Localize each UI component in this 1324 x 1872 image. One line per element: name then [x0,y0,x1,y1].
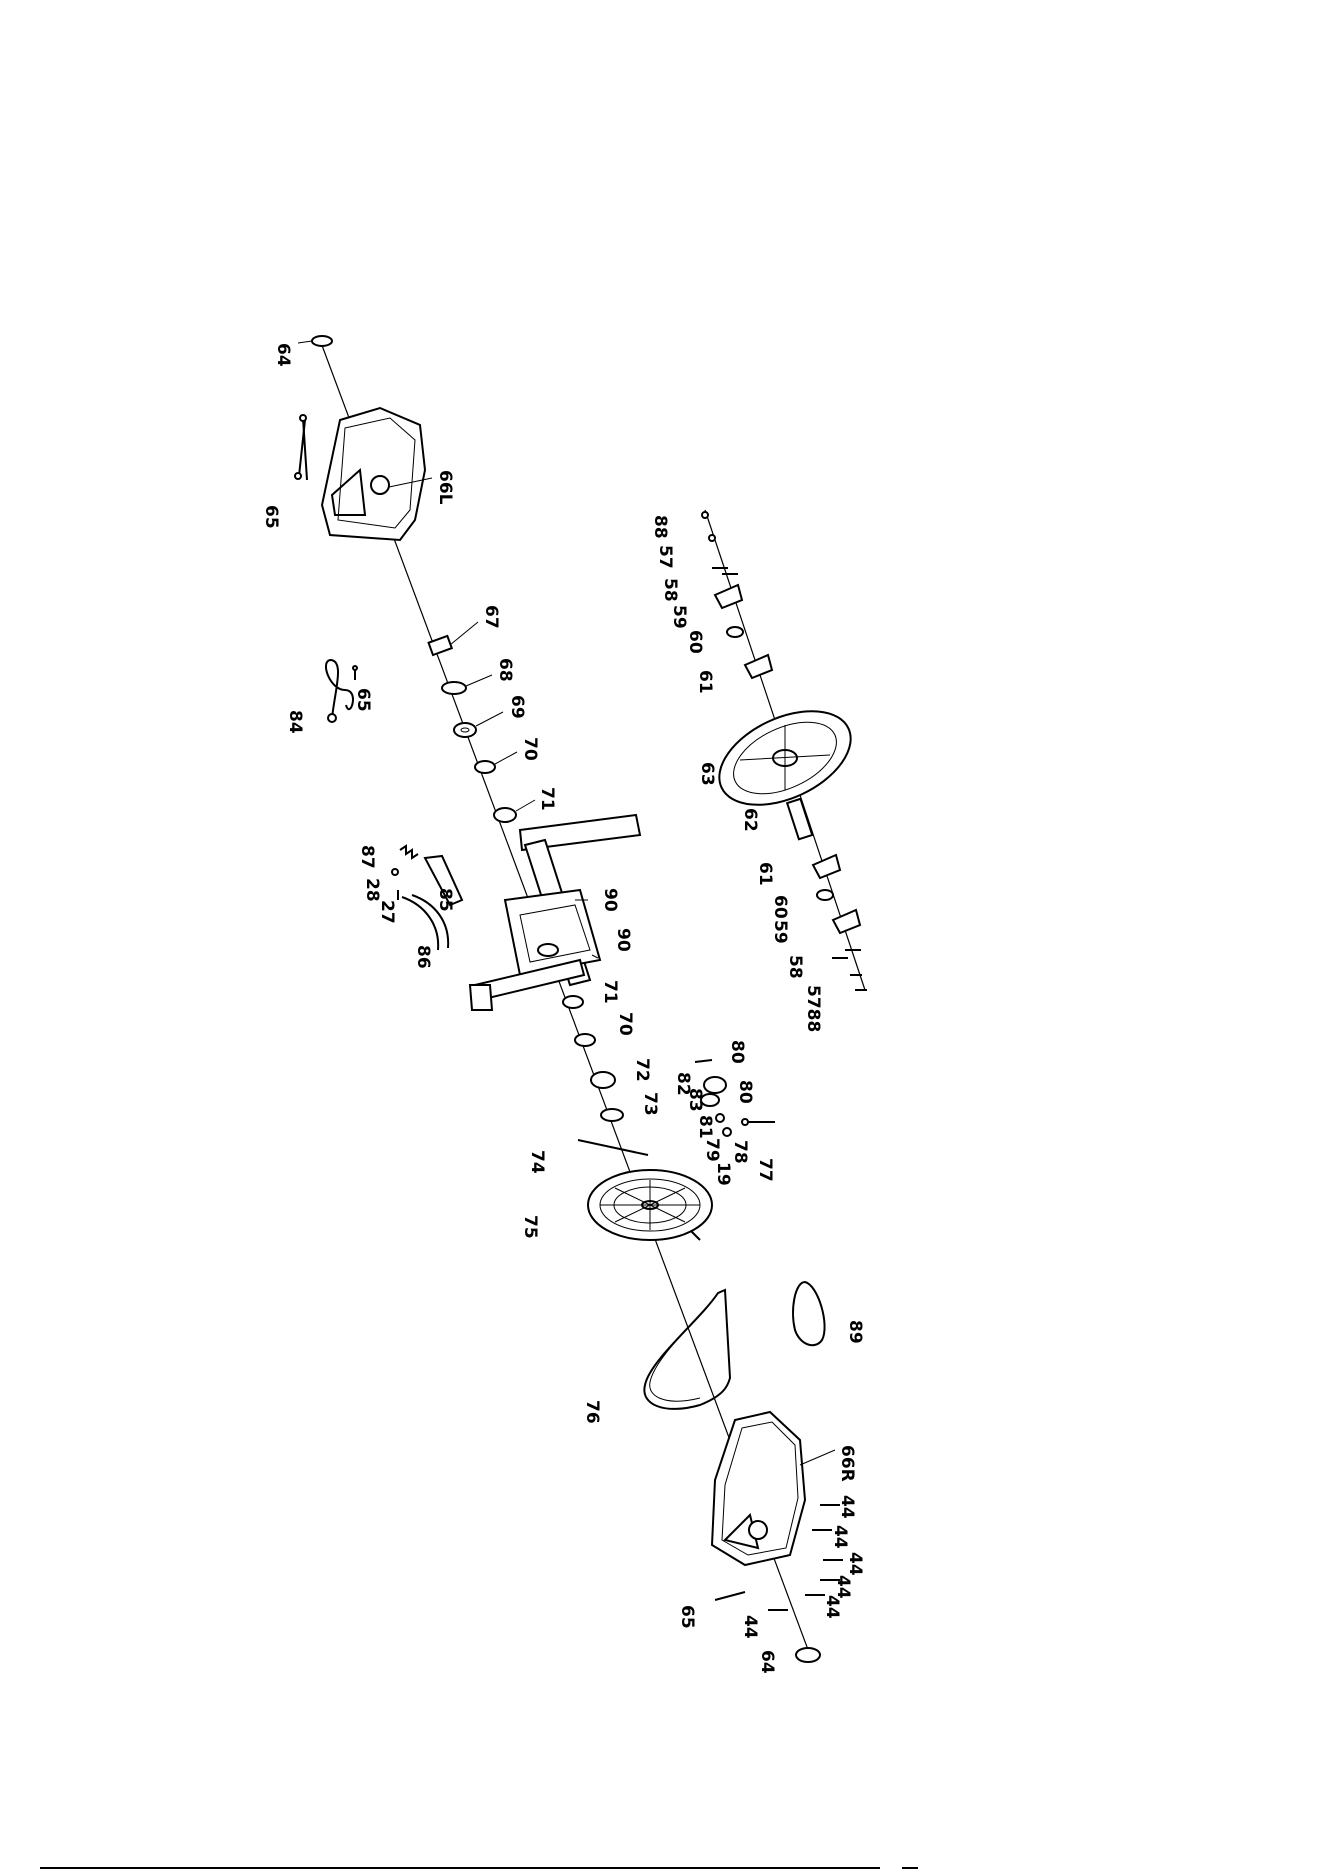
label-85: 85 [435,888,455,912]
label-71-top: 71 [537,787,557,811]
part-69-bearing [454,712,503,737]
part-60-bearing-bottom [817,890,833,900]
label-76: 76 [582,1400,602,1424]
label-75: 75 [520,1215,540,1239]
part-89-cap [793,1282,825,1345]
label-77: 77 [755,1158,775,1182]
label-67: 67 [481,605,501,629]
label-71-bottom: 71 [600,980,620,1004]
part-70-bearing-bottom [575,1034,595,1046]
label-61-top: 61 [695,670,715,694]
label-90-b: 90 [613,928,633,952]
label-63: 63 [697,762,717,786]
label-66l: 66L [435,470,455,505]
part-68-washer [442,675,492,694]
part-59-plate-top [715,585,742,608]
label-62: 62 [740,808,760,832]
part-71-bearing-top [494,800,535,822]
label-58-bottom: 58 [785,955,805,979]
label-65-middle: 65 [353,688,373,712]
label-74: 74 [527,1150,547,1174]
label-78: 78 [730,1140,750,1164]
part-67-housing [429,622,478,655]
label-44-a: 44 [837,1495,857,1519]
part-66r-right-cover [712,1412,835,1565]
label-19: 19 [713,1162,733,1186]
label-27: 27 [377,900,397,924]
part-84-sensor-cable [326,660,353,722]
label-44-f: 44 [740,1615,760,1639]
label-66r: 66R [837,1445,857,1482]
label-28: 28 [362,878,382,902]
label-80-a: 80 [727,1040,747,1064]
label-70-bottom: 70 [615,1012,635,1036]
label-65-top: 65 [261,505,281,529]
label-61-bottom: 61 [755,862,775,886]
label-81: 81 [695,1115,715,1139]
part-28-nut [392,869,398,875]
label-73: 73 [640,1092,660,1116]
part-66l-left-cover [322,408,432,540]
part-58-screws-bottom [832,950,861,958]
label-44-e: 44 [822,1595,842,1619]
label-84: 84 [285,710,305,734]
part-72-bearing [591,1072,615,1088]
label-69: 69 [507,695,527,719]
part-61-plate-top [745,655,772,678]
part-65-screw-middle [353,666,357,680]
part-60-bearing-top [727,627,743,637]
part-73-washer [601,1109,623,1121]
label-79: 79 [702,1138,722,1162]
part-61-plate-bottom [813,855,840,878]
part-87-spring [400,846,418,858]
label-68: 68 [495,658,515,682]
label-59-top: 59 [669,605,689,629]
label-65-bottom: 65 [677,1605,697,1629]
label-44-b: 44 [830,1525,850,1549]
part-78-77-bolt [742,1119,775,1125]
label-60-top: 60 [685,630,705,654]
part-75-pulley [588,1170,712,1240]
label-57-top: 57 [655,545,675,569]
label-89: 89 [845,1320,865,1344]
label-64-top: 64 [273,343,293,367]
part-76-belt [644,1290,730,1409]
part-65-bolts-top [295,415,307,480]
part-63-flywheel [705,692,866,824]
label-44-c: 44 [845,1552,865,1576]
label-80-b: 80 [735,1080,755,1104]
part-70-bearing-top [475,752,517,773]
label-86: 86 [413,945,433,969]
label-72: 72 [632,1058,652,1082]
label-60-bottom: 60 [770,895,790,919]
part-59-plate-bottom [833,910,860,933]
label-59-bottom: 59 [770,920,790,944]
part-81-79-19-pin [716,1114,731,1136]
part-65-bolt-bottom [715,1592,745,1600]
part-64-washer-bottom [796,1648,820,1662]
label-88-top: 88 [650,515,670,539]
label-70-top: 70 [520,737,540,761]
label-83: 83 [685,1088,705,1112]
part-64-washer-top [298,336,332,346]
label-87: 87 [357,845,377,869]
part-71-bearing-bottom [563,996,583,1008]
part-88-57-bolts-top [702,512,715,541]
label-64-bottom: 64 [757,1650,777,1674]
label-58-top: 58 [660,578,680,602]
label-90-a: 90 [600,888,620,912]
label-5788-bottom: 5788 [803,985,823,1032]
